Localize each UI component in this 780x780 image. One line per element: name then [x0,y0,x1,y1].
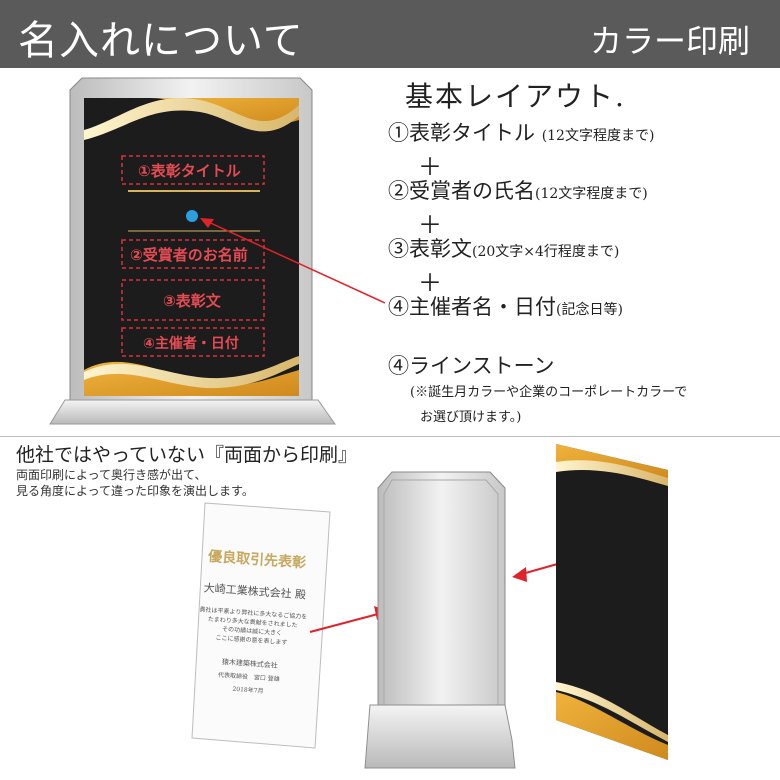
certificate-body: 貴社は平素より弊社に多大なるご協力を たまわり多大な貢献をされました その功績は… [191,605,313,649]
item-note: (12文字程度まで) [541,128,655,144]
section-divider [0,436,780,437]
layout-heading: 基本レイアウト. [405,80,626,113]
header-bar: 名入れについて カラー印刷 [0,0,780,68]
plaque-label-title: ①表彰タイトル [138,162,241,180]
plus-sign: ＋ [418,269,442,297]
plus-sign: ＋ [418,211,442,239]
layout-item-1: ①表彰タイトル (12文字程度まで) [388,117,654,147]
organizer-label-box [121,327,265,357]
layout-item-3: ③表彰文(20文字×4行程度まで) [388,233,619,263]
title-label-box [121,155,265,185]
rhinestone-note-2: お選び頂けます。) [420,410,522,425]
item-note: (12文字程度まで) [535,186,648,202]
front-arrow [309,613,379,633]
item-number: ② [388,179,409,203]
text-label-box [121,279,265,321]
item-number: ④ [388,295,409,319]
item-note: (記念日等) [556,302,623,318]
rhinestone-note-1: (※誕生月カラーや企業のコーポレートカラーで [410,385,688,400]
plaque-label-organizer: ④主催者・日付 [143,336,239,352]
rhinestone-dot [186,210,198,222]
item-label: 受賞者の氏名 [409,179,535,203]
plaque-label-text: ③表彰文 [163,292,221,310]
item-note: (20文字×4行程度まで) [472,244,620,260]
item-number: ③ [388,237,409,261]
certificate-recipient: 大崎工業株式会社 殿 [203,581,307,602]
double-sided-heading: 他社ではやっていない『両面から印刷』 [16,444,358,466]
plaque-label-name: ②受賞者のお名前 [130,246,248,264]
item-label: 表彰タイトル [409,121,535,145]
name-label-box [121,239,265,269]
certificate-text: 優良取引先表彰 大崎工業株式会社 殿 貴社は平素より弊社に多大なるご協力を たま… [188,545,318,698]
certificate-paper [191,502,331,749]
double-sided-desc-1: 両面印刷によって奥行き感が出て、 [16,468,207,482]
item-number: ① [388,121,409,145]
layout-item-2: ②受賞者の氏名(12文字程度まで) [388,175,648,205]
back-print-panel [556,444,668,760]
rhinestone-label: ④ラインストーン [388,354,555,378]
page-title: 名入れについて [18,18,304,64]
print-type-label: カラー印刷 [589,22,750,60]
item-label: 主催者名・日付 [409,295,556,319]
rhinestone-arrow [203,219,386,304]
glass-plaque-side [364,471,516,769]
item-label: 表彰文 [409,237,472,261]
double-sided-desc-2: 見る角度によって違った印象を演出します。 [16,484,254,498]
plus-sign: ＋ [418,153,442,181]
layout-item-4: ④主催者名・日付(記念日等) [388,291,623,321]
